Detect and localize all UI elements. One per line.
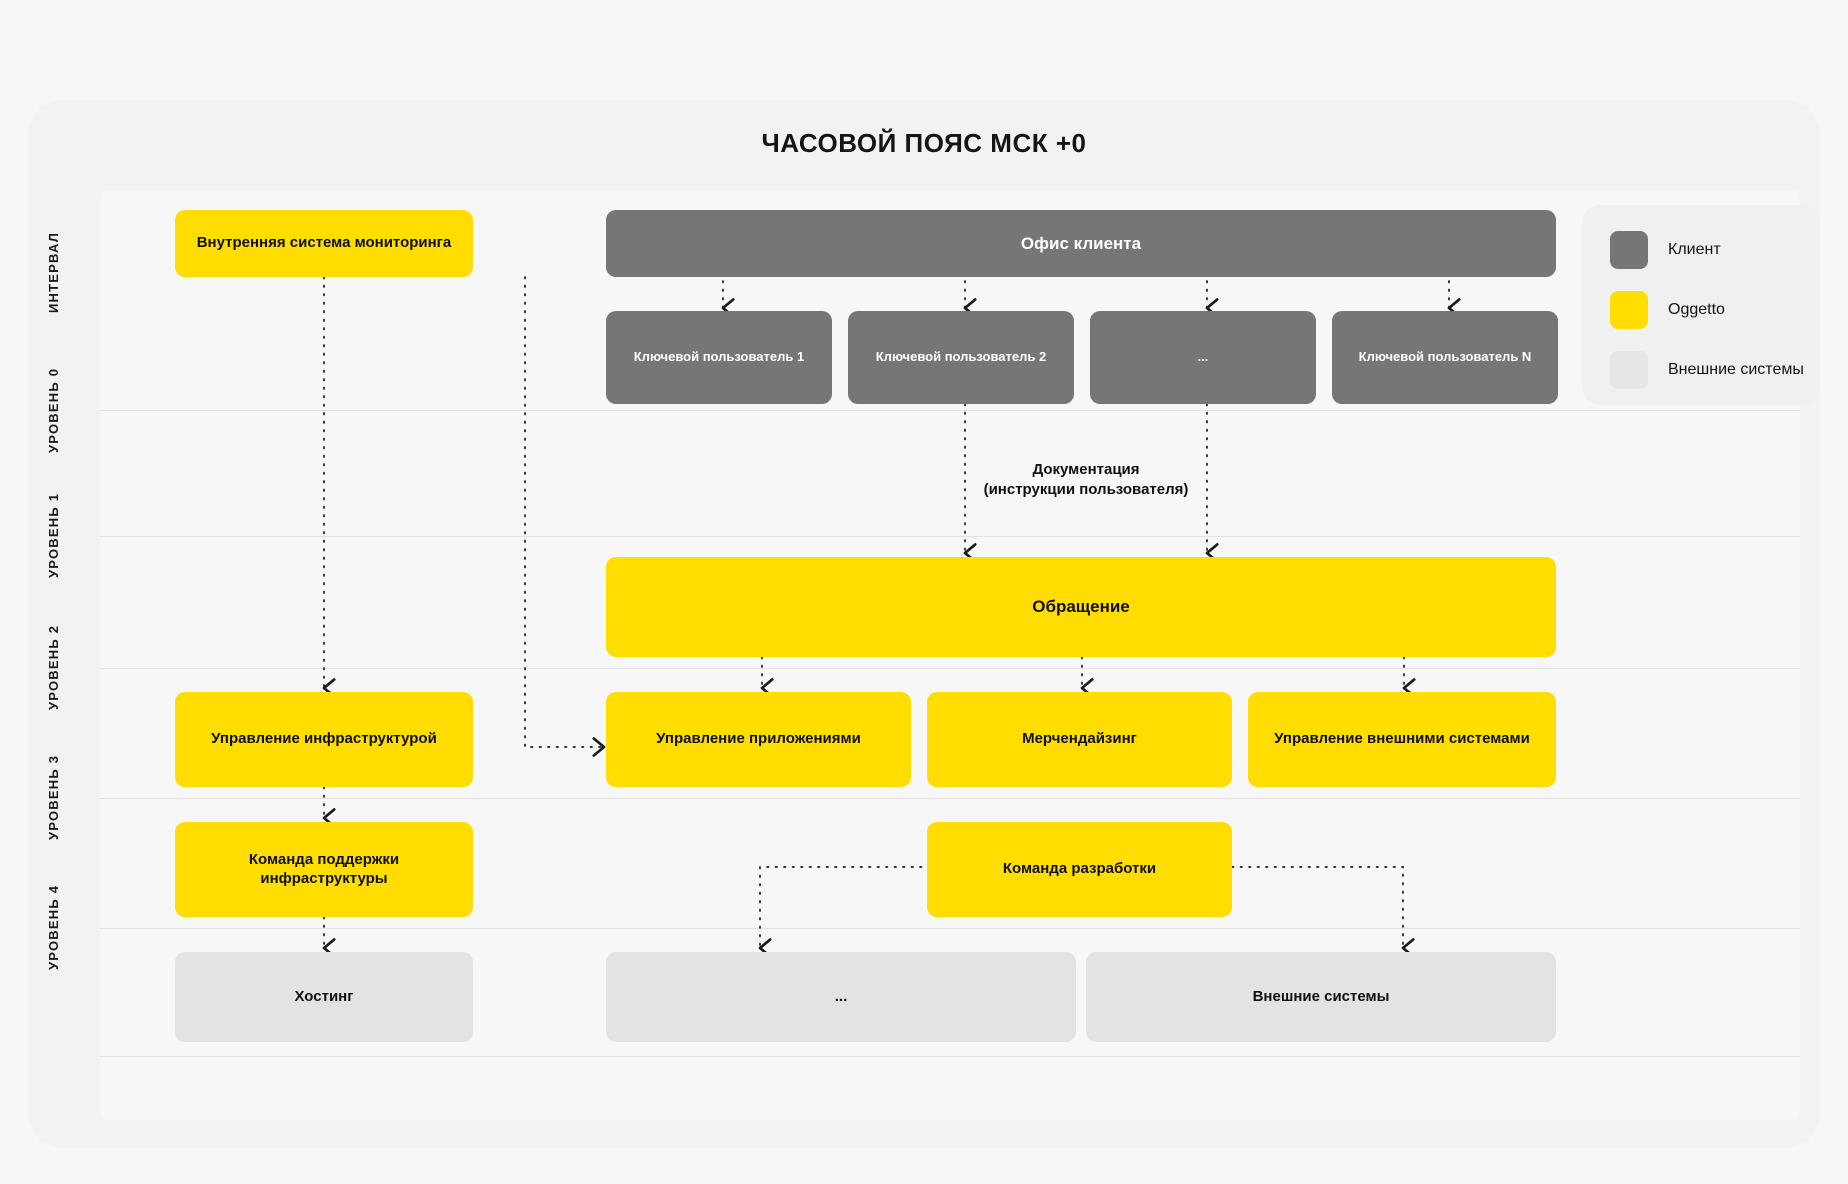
axis-label-level-2: УРОВЕНЬ 2 <box>46 624 61 711</box>
node-key-user-2[interactable]: Ключевой пользователь 2 <box>848 311 1074 404</box>
axis-label-level-1: УРОВЕНЬ 1 <box>46 492 61 578</box>
node-key-user-n[interactable]: Ключевой пользователь N <box>1332 311 1558 404</box>
band-separator-3 <box>100 798 1800 799</box>
legend-item-external-systems: Внешние системы <box>1610 351 1820 389</box>
legend-label-external-systems: Внешние системы <box>1668 361 1804 378</box>
legend-swatch-client <box>1610 231 1648 269</box>
legend-swatch-external-systems <box>1610 351 1648 389</box>
node-dev-team[interactable]: Команда разработки <box>927 822 1232 917</box>
node-infra-management[interactable]: Управление инфраструктурой <box>175 692 473 787</box>
axis-label-level-0: УРОВЕНЬ 0 <box>46 367 61 453</box>
node-request[interactable]: Обращение <box>606 557 1556 657</box>
axis-label-interval: ИНТЕРВАЛ <box>46 231 61 314</box>
legend-item-client: Клиент <box>1610 231 1820 269</box>
node-external-management[interactable]: Управление внешними системами <box>1248 692 1556 787</box>
node-client-office[interactable]: Офис клиента <box>606 210 1556 277</box>
axis-label-level-4: УРОВЕНЬ 4 <box>46 884 61 971</box>
legend-label-oggetto: Oggetto <box>1668 301 1725 318</box>
node-merchandising[interactable]: Мерчендайзинг <box>927 692 1232 787</box>
band-separator-0 <box>100 410 1800 411</box>
node-app-management[interactable]: Управление приложениями <box>606 692 911 787</box>
band-separator-2 <box>100 668 1800 669</box>
legend-panel: Клиент Oggetto Внешние системы <box>1582 205 1820 405</box>
node-monitoring[interactable]: Внутренняя система мониторинга <box>175 210 473 277</box>
node-ext-more[interactable]: ... <box>606 952 1076 1042</box>
legend-label-client: Клиент <box>1668 241 1721 258</box>
note-documentation: Документация (инструкции пользователя) <box>886 460 1286 501</box>
node-external-systems[interactable]: Внешние системы <box>1086 952 1556 1042</box>
band-separator-1 <box>100 536 1800 537</box>
note-documentation-line-1: Документация <box>1032 461 1140 478</box>
note-documentation-line-2: (инструкции пользователя) <box>983 481 1189 499</box>
legend-item-oggetto: Oggetto <box>1610 291 1820 329</box>
band-separator-5 <box>100 1056 1800 1057</box>
node-hosting[interactable]: Хостинг <box>175 952 473 1042</box>
legend-swatch-oggetto <box>1610 291 1648 329</box>
node-infra-support-team[interactable]: Команда поддержки инфраструктуры <box>175 822 473 917</box>
axis-label-level-3: УРОВЕНЬ 3 <box>46 754 61 841</box>
node-key-user-1[interactable]: Ключевой пользователь 1 <box>606 311 832 404</box>
band-separator-4 <box>100 928 1800 929</box>
diagram-title: ЧАСОВОЙ ПОЯС МСК +0 <box>761 128 1087 158</box>
node-key-user-more[interactable]: ... <box>1090 311 1316 404</box>
